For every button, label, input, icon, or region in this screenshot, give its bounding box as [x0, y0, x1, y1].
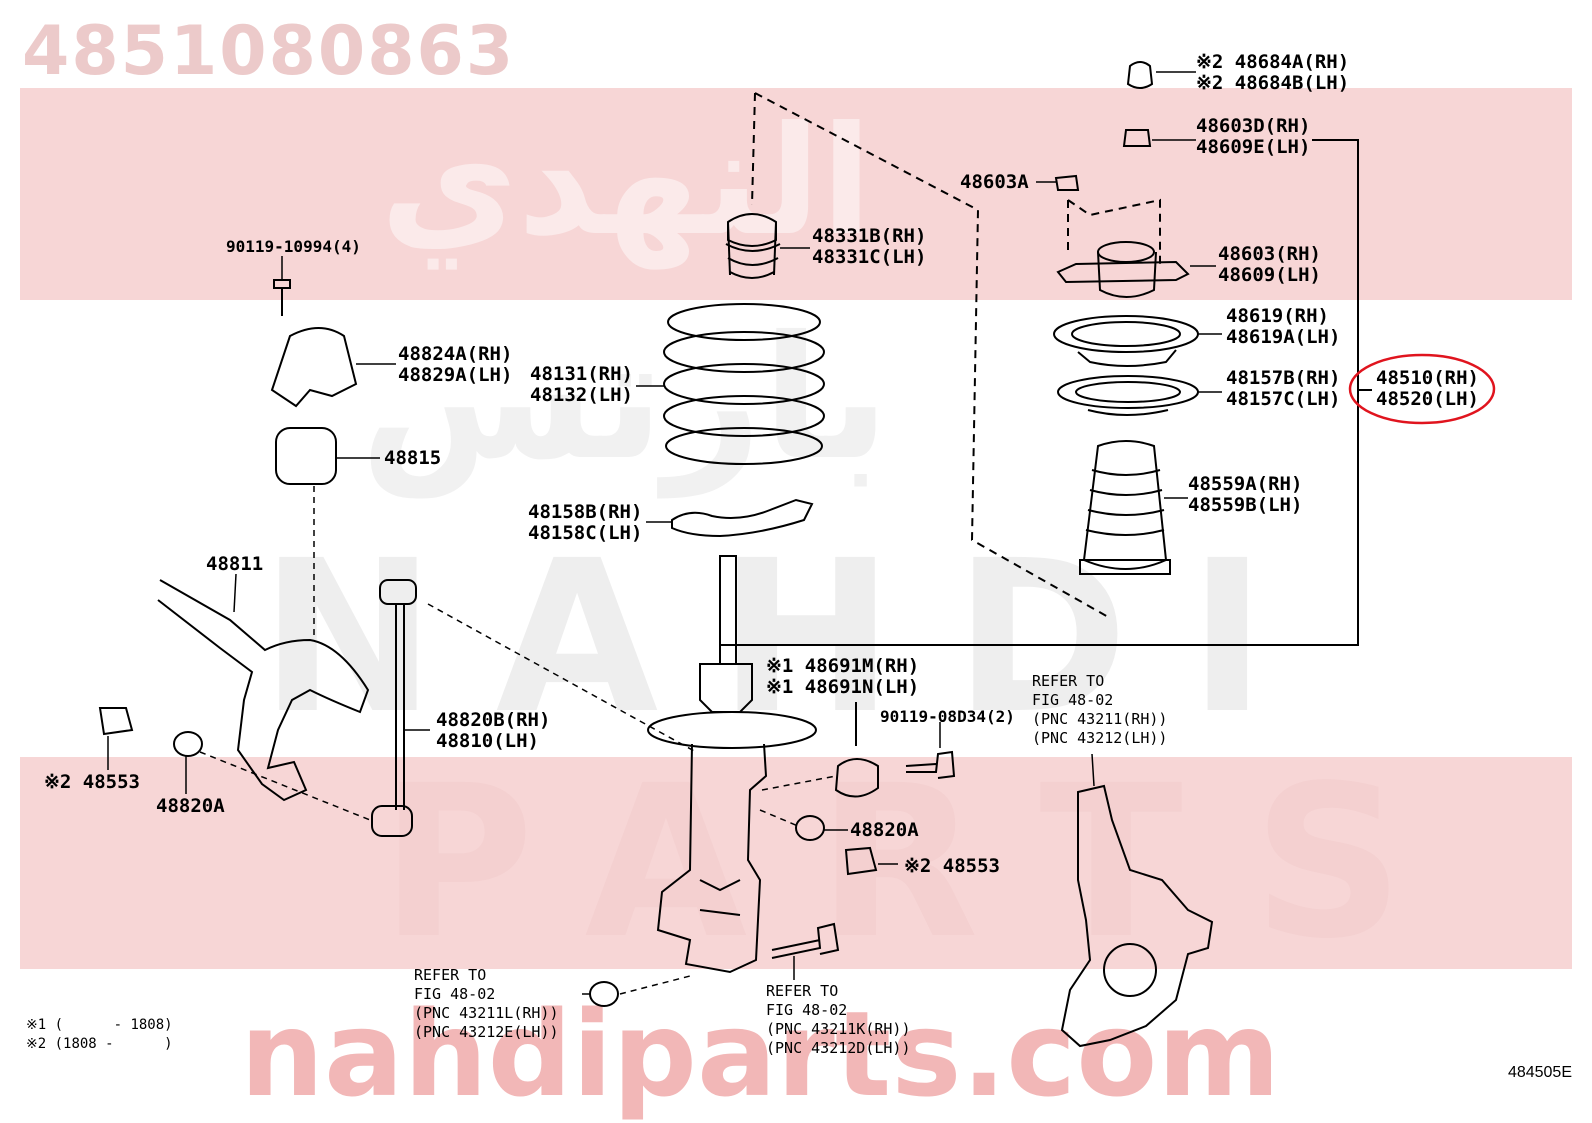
- watermark-arabic: النهدي: [380, 95, 873, 269]
- label-48815[interactable]: 48815: [384, 447, 442, 469]
- nut-48553-drawing: [844, 846, 878, 876]
- stabilizer-bar-drawing: [157, 579, 370, 802]
- label-48603a[interactable]: 48603A: [960, 171, 1029, 193]
- steering-knuckle-drawing: [1060, 784, 1214, 1048]
- label-48559[interactable]: 48559A(RH)48559B(LH): [1188, 473, 1303, 516]
- watermark-brand-1: NAHDI: [260, 515, 1327, 760]
- footnote-legend: ※1 ( - 1808)※2 (1808 - ): [26, 1017, 173, 1052]
- spring-insulator-drawing: [671, 498, 814, 538]
- label-90119-10994[interactable]: 90119-10994(4): [226, 237, 361, 256]
- label-48691[interactable]: ※1 48691M(RH)※1 48691N(LH): [766, 655, 920, 698]
- label-48553-right[interactable]: ※2 48553: [904, 855, 1000, 877]
- cushion-drawing: [834, 758, 879, 798]
- label-48684[interactable]: ※2 48684A(RH)※2 48684B(LH): [1196, 51, 1350, 94]
- label-48820b[interactable]: 48820B(RH)48810(LH): [436, 709, 551, 752]
- parts-diagram: 4851080863 النهدي بارتس NAHDI PARTS nahd…: [20, 12, 1572, 1123]
- bushing-bracket-drawing: [270, 279, 358, 485]
- assembly-bracket: [720, 139, 1359, 646]
- assembly-dash-line: [751, 92, 756, 206]
- label-48820a-right[interactable]: 48820A: [850, 819, 919, 841]
- watermark-band-bottom: [20, 757, 1572, 969]
- label-48811[interactable]: 48811: [206, 553, 264, 575]
- label-48824[interactable]: 48824A(RH)48829A(LH): [398, 343, 513, 386]
- assembly-dash-line: [1067, 198, 1161, 265]
- bolt-drawing: [771, 922, 840, 959]
- bump-stopper-drawing: [725, 213, 781, 279]
- label-48157[interactable]: 48157B(RH)48157C(LH): [1226, 367, 1341, 410]
- nut-48820a-drawing: [795, 815, 825, 841]
- bolt-drawing: [905, 750, 956, 779]
- watermark-part-number: 4851080863: [22, 12, 516, 91]
- label-48553-left[interactable]: ※2 48553: [44, 771, 140, 793]
- label-48820a-left[interactable]: 48820A: [156, 795, 225, 817]
- watermark-brand-2: PARTS: [380, 740, 1474, 985]
- shock-absorber-drawing: [647, 555, 817, 974]
- coil-spring-drawing: [663, 303, 825, 465]
- label-48603d[interactable]: 48603D(RH)48609E(LH): [1196, 115, 1311, 158]
- stabilizer-link-drawing: [371, 579, 417, 837]
- label-48619[interactable]: 48619(RH)48619A(LH): [1226, 305, 1341, 348]
- figure-id: 484505E: [1507, 1064, 1572, 1081]
- highlight-circle: [1348, 353, 1496, 425]
- watermark-band-top: [20, 88, 1572, 300]
- label-90119-08d34[interactable]: 90119-08D34(2): [880, 707, 1015, 726]
- assembly-dash-line: [754, 92, 1111, 619]
- nut-48820a-drawing: [173, 731, 203, 757]
- nut-drawing: [589, 981, 619, 1007]
- drawing-layer: [98, 61, 1496, 1048]
- label-48603[interactable]: 48603(RH)48609(LH): [1218, 243, 1321, 286]
- label-48331[interactable]: 48331B(RH)48331C(LH): [812, 225, 927, 268]
- label-48131[interactable]: 48131(RH)48132(LH): [530, 363, 633, 406]
- dust-boot-drawing: [1079, 440, 1171, 575]
- nut-48553-drawing: [98, 707, 134, 736]
- upper-support-drawing: [1053, 61, 1199, 416]
- label-48510-highlighted[interactable]: 48510(RH)48520(LH): [1376, 367, 1479, 410]
- label-48158[interactable]: 48158B(RH)48158C(LH): [528, 501, 643, 544]
